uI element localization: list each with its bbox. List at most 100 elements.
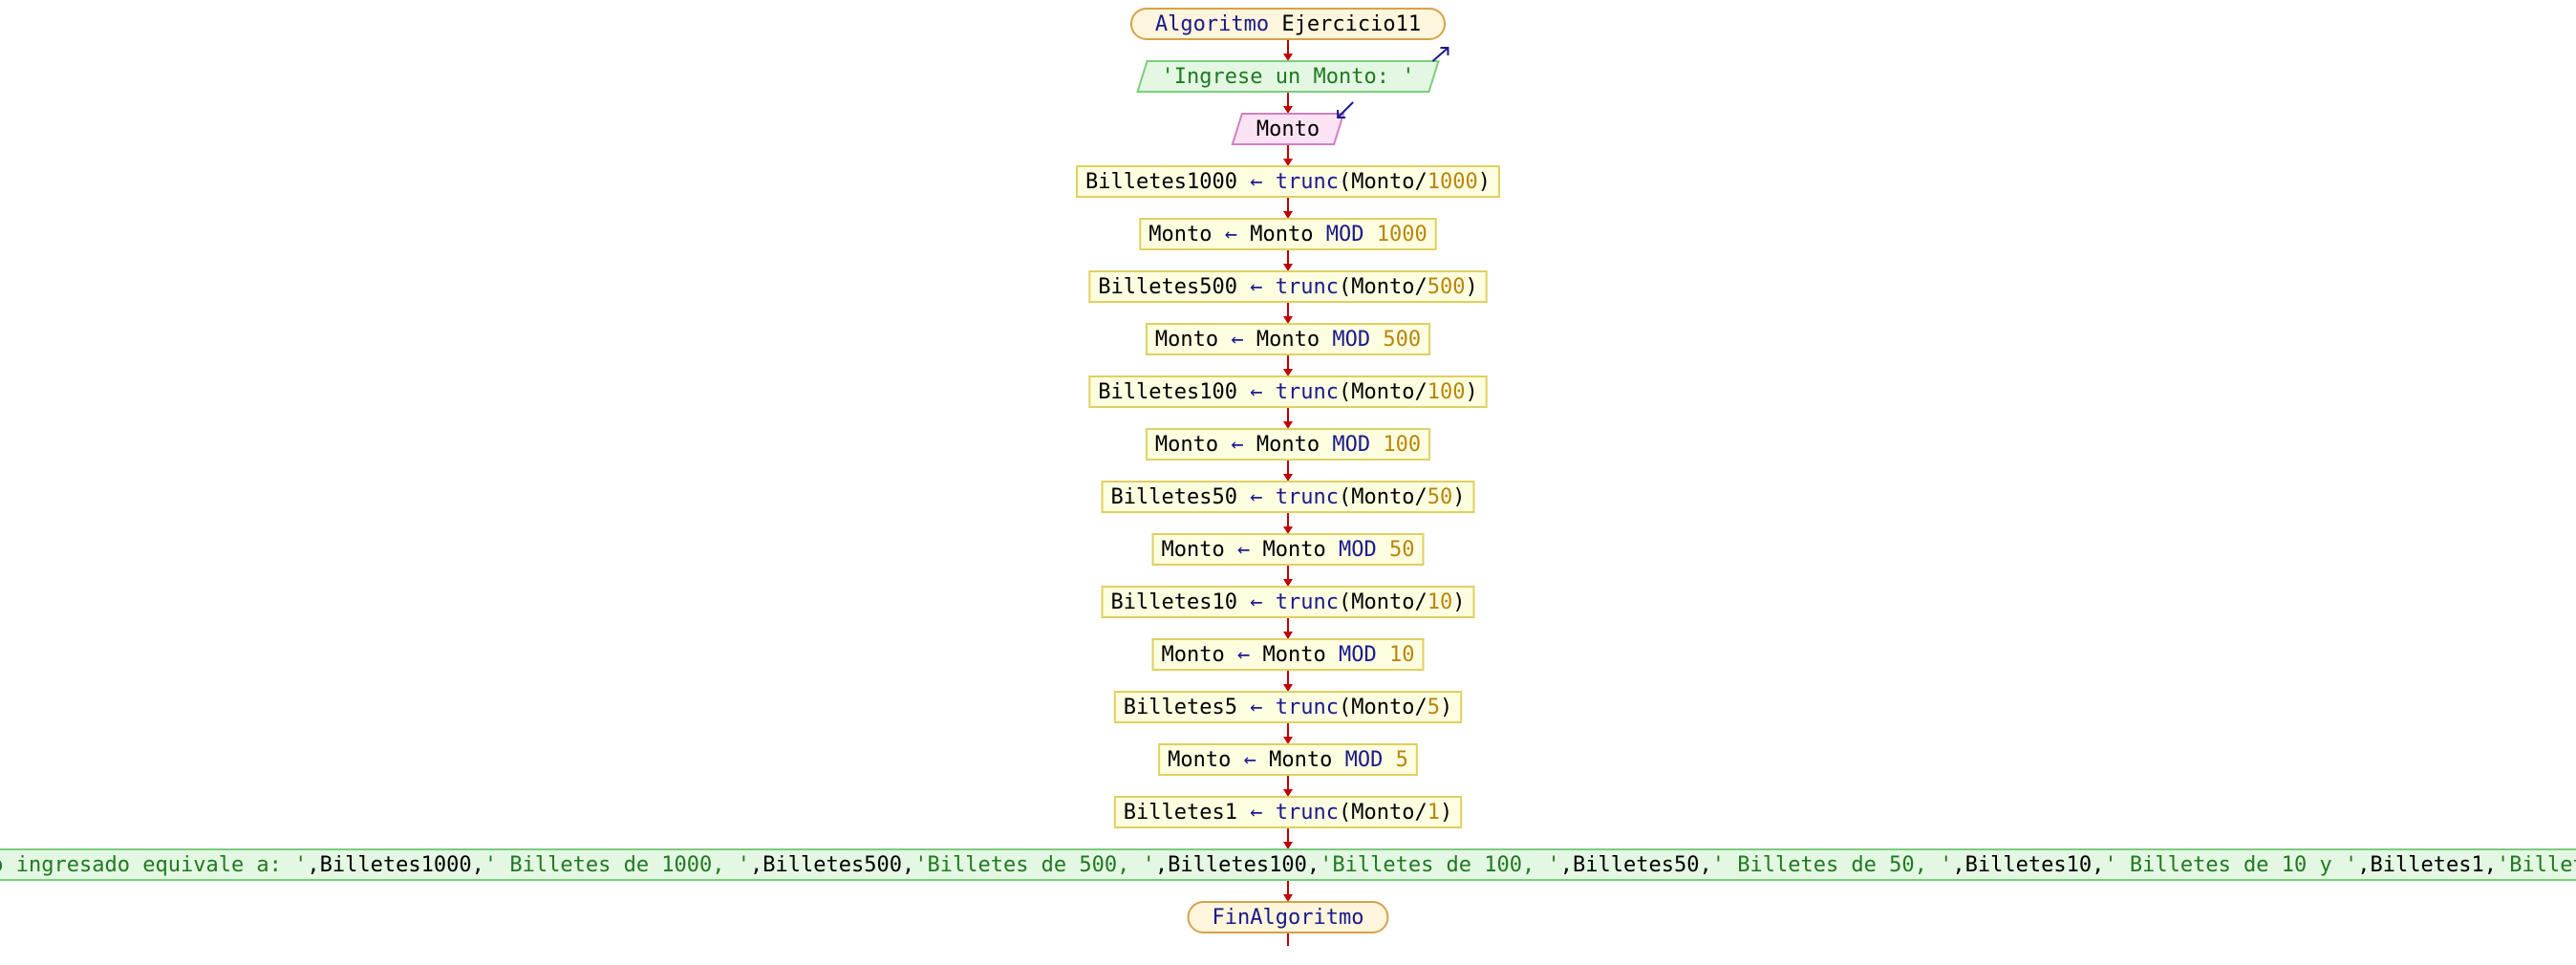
connector-arrow: [1283, 722, 1293, 744]
label-token: Algoritmo: [1155, 12, 1269, 36]
node-write-2: 'El monto ingresado equivale a: ',Billet…: [0, 848, 2576, 881]
connector-arrow: [1283, 617, 1293, 639]
output-arrow-icon: [1431, 47, 1449, 62]
process-shape: [1101, 586, 1475, 618]
label-token: 5: [1383, 748, 1408, 772]
label-token: ' Billetes de 50, ': [1712, 853, 1953, 877]
node-end: FinAlgoritmo: [1187, 901, 1389, 933]
output-shape: [0, 848, 2576, 881]
process-shape: [1145, 428, 1431, 461]
label-token: ←: [1244, 748, 1256, 772]
label-token: Monto: [1351, 275, 1414, 299]
label-token: ←: [1231, 328, 1243, 352]
label-token: Monto: [1351, 485, 1414, 509]
label-token: /: [1414, 590, 1427, 614]
node-assign-10: Monto ← Monto MOD 10: [1151, 638, 1425, 671]
label-token: Monto: [1244, 433, 1333, 457]
label-token: Billetes50: [1111, 485, 1251, 509]
label-token: Billetes10: [1965, 853, 2092, 877]
label-token: /: [1414, 170, 1427, 194]
process-shape: [1101, 481, 1475, 513]
node-label: Monto ← Monto MOD 100: [1155, 433, 1421, 457]
label-token: trunc: [1262, 380, 1338, 404]
node-assign-4: Monto ← Monto MOD 500: [1145, 323, 1431, 355]
label-token: /: [1414, 275, 1427, 299]
label-token: Ejercicio11: [1269, 12, 1421, 36]
terminal-shape: [1129, 8, 1447, 40]
label-token: Monto: [1162, 643, 1237, 667]
connector-arrow: [1283, 249, 1293, 271]
label-token: (: [1339, 696, 1351, 719]
node-label: 'Ingrese un Monto: ': [1162, 65, 1415, 89]
label-token: ←: [1225, 223, 1237, 247]
label-token: 'Billetes de 100, ': [1320, 853, 1560, 877]
label-token: Monto: [1244, 328, 1333, 352]
connector-arrow: [1283, 460, 1293, 482]
label-token: ←: [1237, 643, 1250, 667]
node-assign-8: Monto ← Monto MOD 50: [1151, 533, 1425, 566]
label-token: trunc: [1262, 485, 1338, 509]
label-token: 'Ingrese un Monto: ': [1162, 65, 1415, 89]
connector-arrow: [1283, 775, 1293, 797]
label-token: Billetes5: [1124, 696, 1250, 719]
terminal-shape: [1187, 901, 1389, 933]
connector-arrow: [1283, 92, 1293, 114]
input-arrow-icon: [1337, 101, 1354, 118]
output-shape: [1136, 60, 1440, 93]
connector-arrow: [1283, 302, 1293, 324]
flowchart-nodes: Algoritmo Ejercicio11 'Ingrese un Monto: …: [0, 8, 2576, 933]
label-token: ): [1478, 170, 1491, 194]
label-token: MOD: [1326, 223, 1364, 247]
label-token: ' Billetes de 1000, ': [484, 853, 750, 877]
node-assign-2: Monto ← Monto MOD 1000: [1139, 218, 1437, 250]
label-token: 50: [1428, 485, 1453, 509]
label-token: Billetes500: [762, 853, 902, 877]
process-shape: [1088, 375, 1488, 408]
node-assign-11: Billetes5 ← trunc(Monto/5): [1113, 691, 1463, 723]
process-shape: [1145, 323, 1431, 355]
connector-arrow: [1283, 407, 1293, 429]
label-token: Billetes1: [1124, 801, 1250, 825]
label-token: 500: [1370, 328, 1421, 352]
label-token: Monto: [1351, 590, 1414, 614]
label-token: 50: [1377, 538, 1415, 562]
label-token: ,: [1952, 853, 1964, 877]
input-shape: [1231, 113, 1345, 145]
node-label: Monto ← Monto MOD 50: [1162, 538, 1415, 562]
node-assign-9: Billetes10 ← trunc(Monto/10): [1101, 586, 1475, 618]
label-token: Billetes50: [1573, 853, 1699, 877]
node-label: Monto ← Monto MOD 1000: [1148, 223, 1427, 247]
label-token: ,: [2357, 853, 2370, 877]
label-token: ,: [1307, 853, 1320, 877]
label-token: 10: [1377, 643, 1415, 667]
label-token: MOD: [1345, 748, 1384, 772]
connector-arrow: [1283, 670, 1293, 692]
label-token: ←: [1250, 801, 1262, 825]
label-token: 1000: [1363, 223, 1427, 247]
label-token: Monto: [1250, 538, 1339, 562]
node-assign-12: Monto ← Monto MOD 5: [1158, 743, 1418, 776]
node-label: Billetes1000 ← trunc(Monto/1000): [1085, 170, 1491, 194]
label-token: (: [1339, 275, 1351, 299]
node-assign-13: Billetes1 ← trunc(Monto/1): [1113, 796, 1463, 828]
label-token: ): [1440, 696, 1452, 719]
label-token: ,: [2484, 853, 2497, 877]
label-token: Monto: [1162, 538, 1237, 562]
label-token: ←: [1237, 538, 1250, 562]
label-token: Billetes1000: [320, 853, 472, 877]
label-token: ←: [1250, 275, 1262, 299]
node-label: Monto ← Monto MOD 500: [1155, 328, 1421, 352]
label-token: ,: [472, 853, 484, 877]
process-shape: [1088, 270, 1488, 303]
label-token: FinAlgoritmo: [1213, 906, 1364, 930]
label-token: trunc: [1262, 170, 1338, 194]
label-token: Monto: [1155, 433, 1231, 457]
label-token: Monto: [1168, 748, 1243, 772]
label-token: ,: [750, 853, 762, 877]
label-token: Monto: [1256, 748, 1345, 772]
label-token: ): [1452, 485, 1465, 509]
label-token: MOD: [1332, 328, 1370, 352]
connector-arrow: [1283, 354, 1293, 376]
node-label: Billetes500 ← trunc(Monto/500): [1098, 275, 1477, 299]
